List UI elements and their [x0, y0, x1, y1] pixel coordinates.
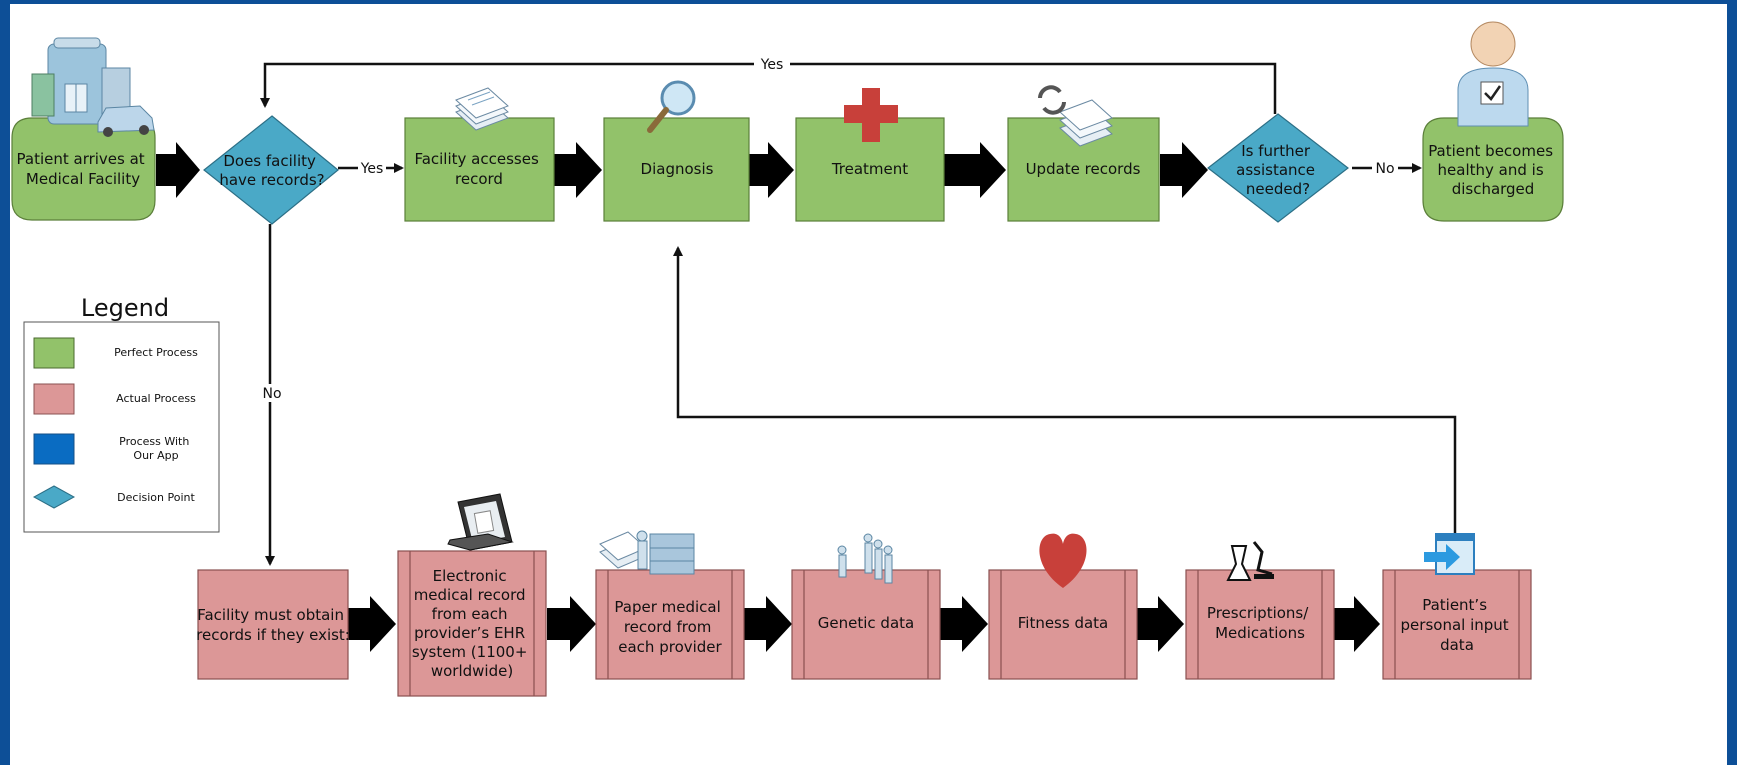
legend: Legend Perfect Process Actual Process Pr…	[23, 294, 220, 533]
legend-swatch-perfect	[33, 337, 75, 369]
diagram-canvas: Yes Yes No No Patient arrives at Medical…	[10, 4, 1727, 765]
edge-label-yes-loop: Yes	[760, 57, 784, 73]
node-access: Facility accesses record	[404, 117, 555, 222]
red-cross-icon	[844, 88, 898, 142]
legend-swatch-decision	[32, 485, 76, 509]
personal-label: Patient’s personal input data	[1401, 596, 1514, 654]
node-prescriptions: Prescriptions/ Medications	[1185, 569, 1335, 680]
decision-records-label: Does facility have records?	[219, 152, 324, 189]
legend-label-perfect: Perfect Process	[114, 346, 198, 359]
hospital-building-icon	[31, 37, 155, 137]
node-electronic: Electronic medical record from each prov…	[397, 550, 547, 697]
flow-arrows	[156, 142, 1380, 652]
node-update: Update records	[1007, 117, 1160, 222]
genetic-label: Genetic data	[818, 614, 914, 632]
node-diagnosis: Diagnosis	[603, 117, 750, 222]
microscope-icon	[1226, 541, 1274, 581]
edge-label-no: No	[1375, 161, 1394, 177]
access-label: Facility accesses record	[414, 150, 543, 188]
diagnosis-label: Diagnosis	[641, 160, 714, 178]
node-obtain: Facility must obtain records if they exi…	[196, 569, 350, 680]
paper-label: Paper medical record from each provider	[614, 598, 725, 656]
end-label: Patient becomes healthy and is discharge…	[1428, 142, 1558, 198]
node-end: Patient becomes healthy and is discharge…	[1422, 117, 1564, 222]
refresh-documents-icon	[1038, 85, 1113, 147]
prescriptions-label: Prescriptions/ Medications	[1207, 604, 1313, 642]
node-fitness: Fitness data	[988, 569, 1138, 680]
update-label: Update records	[1026, 160, 1141, 178]
node-paper: Paper medical record from each provider	[595, 569, 745, 680]
records-storage-icon	[599, 530, 695, 575]
node-start: Patient arrives at Medical Facility	[11, 117, 156, 221]
treatment-label: Treatment	[831, 160, 908, 178]
edge-label-yes: Yes	[360, 161, 384, 177]
node-personal: Patient’s personal input data	[1382, 569, 1532, 680]
people-group-icon	[837, 533, 893, 584]
documents-icon	[455, 87, 509, 131]
patient-checklist-icon	[1457, 21, 1529, 127]
return-to-diagnosis-connector	[673, 246, 1457, 534]
legend-label-decision: Decision Point	[117, 491, 195, 504]
legend-title: Legend	[81, 294, 169, 322]
legend-label-app: Process With Our App	[119, 435, 193, 462]
edge-label-no-down: No	[262, 386, 281, 402]
magnifier-icon	[647, 80, 696, 133]
app-import-icon	[1424, 533, 1475, 575]
laptop-icon	[447, 493, 514, 551]
node-genetic: Genetic data	[791, 569, 941, 680]
decision-further-label: Is further assistance needed?	[1236, 142, 1320, 198]
legend-swatch-actual	[33, 383, 75, 415]
start-label: Patient arrives at Medical Facility	[17, 150, 150, 188]
heart-icon	[1039, 533, 1087, 588]
legend-label-actual: Actual Process	[116, 392, 196, 405]
decision-records: Does facility have records?	[203, 115, 339, 225]
flowchart: Yes Yes No No Patient arrives at Medical…	[11, 21, 1564, 697]
electronic-label: Electronic medical record from each prov…	[412, 567, 532, 680]
obtain-label: Facility must obtain records if they exi…	[196, 606, 350, 644]
fitness-label: Fitness data	[1018, 614, 1109, 632]
decision-further: Is further assistance needed?	[1207, 113, 1349, 223]
legend-swatch-app	[33, 433, 75, 465]
